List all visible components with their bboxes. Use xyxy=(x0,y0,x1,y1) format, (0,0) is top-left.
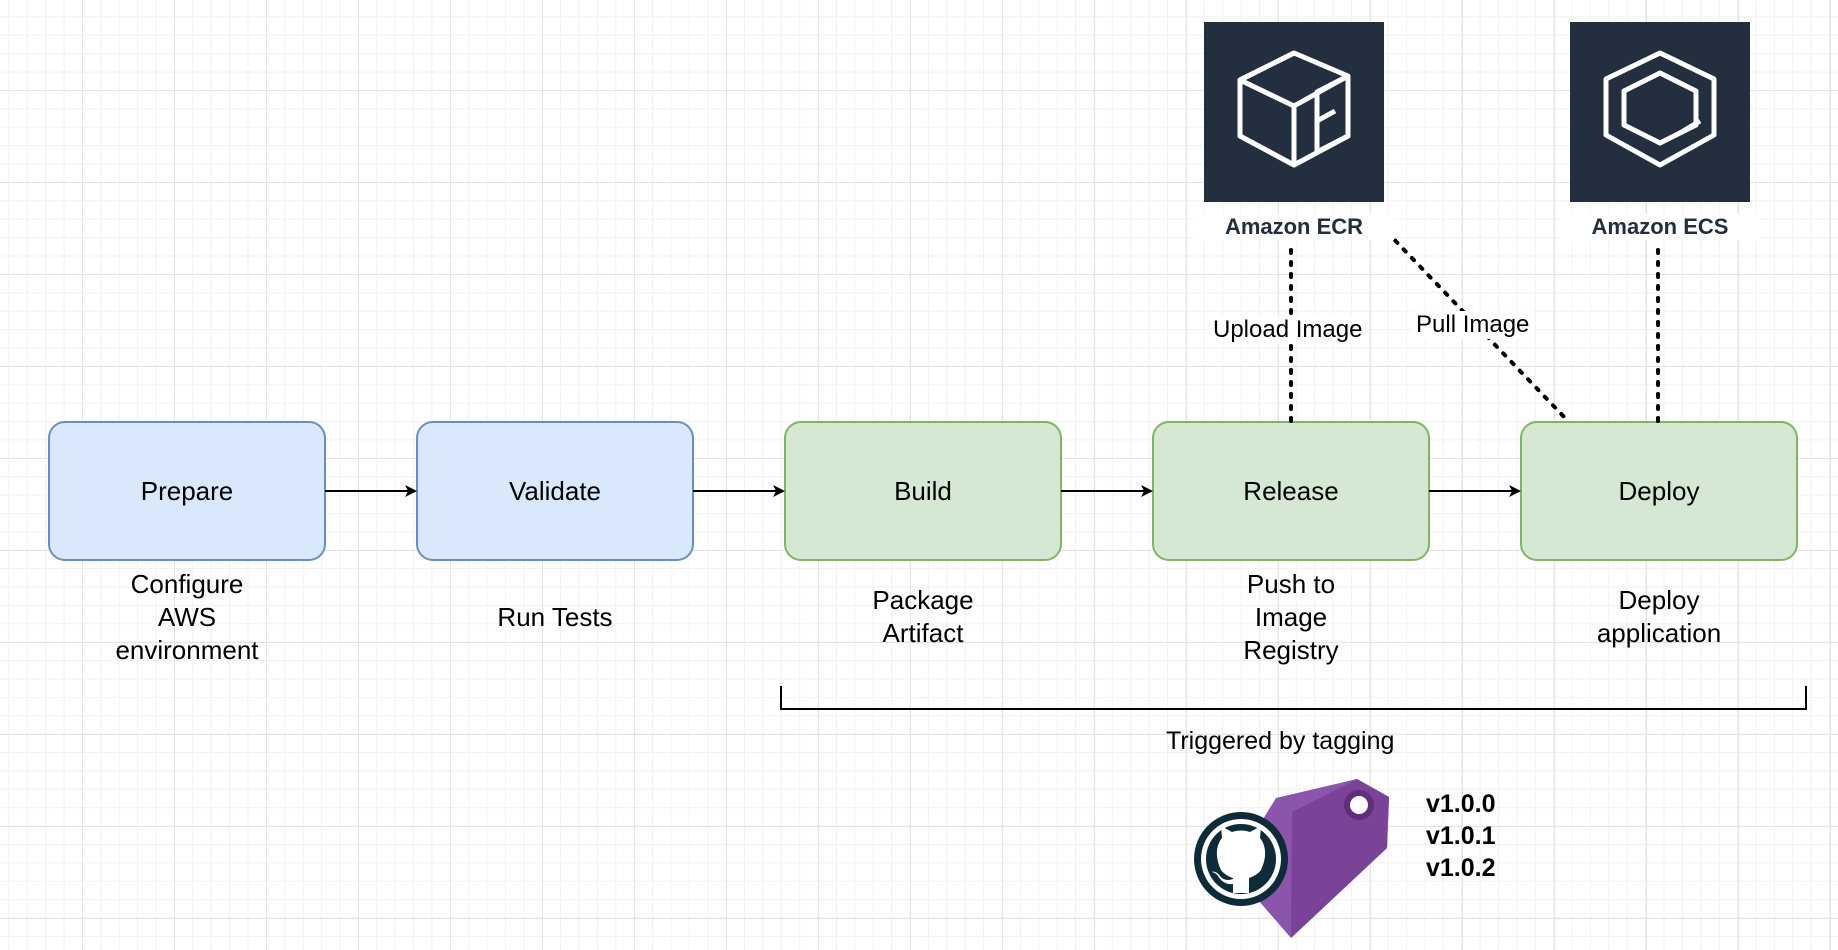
stage-label-prepare: Prepare xyxy=(140,475,234,506)
caption-line: Push to xyxy=(1246,569,1336,599)
tag-version: v1.0.0 xyxy=(1426,790,1496,818)
ecs-glyph xyxy=(1603,50,1717,168)
caption-line: AWS xyxy=(157,602,217,632)
tag-version: v1.0.2 xyxy=(1426,854,1496,882)
tag-icon xyxy=(1232,779,1389,938)
stage-label-build: Build xyxy=(894,475,952,506)
caption-prepare: Configure AWS environment xyxy=(49,568,325,667)
ecr-icon[interactable] xyxy=(1204,22,1384,202)
caption-line: Run Tests xyxy=(497,602,613,632)
caption-line: Registry xyxy=(1243,635,1339,665)
caption-deploy: Deploy application xyxy=(1521,584,1797,650)
ecs-label: Amazon ECS xyxy=(1560,214,1760,240)
github-icon xyxy=(1194,812,1288,906)
caption-line: application xyxy=(1596,618,1722,648)
stage-label-release: Release xyxy=(1243,475,1339,506)
caption-line: Configure xyxy=(130,569,244,599)
upload-image-label: Upload Image xyxy=(1209,316,1367,344)
caption-line: Image xyxy=(1254,602,1328,632)
ecr-glyph xyxy=(1237,50,1351,168)
caption-validate: Run Tests xyxy=(417,601,693,634)
caption-line: Deploy xyxy=(1618,585,1700,615)
ecr-label: Amazon ECR xyxy=(1194,214,1394,240)
ecs-icon[interactable] xyxy=(1570,22,1750,202)
tag-list: v1.0.0 v1.0.1 v1.0.2 xyxy=(1426,788,1496,884)
caption-line: Artifact xyxy=(882,618,964,648)
caption-release: Push to Image Registry xyxy=(1153,568,1429,667)
caption-line: Package xyxy=(872,585,974,615)
trigger-label: Triggered by tagging xyxy=(1166,727,1395,755)
stage-label-deploy: Deploy xyxy=(1618,475,1700,506)
stage-label-validate: Validate xyxy=(508,475,602,506)
tag-version: v1.0.1 xyxy=(1426,822,1496,850)
caption-line: environment xyxy=(115,635,259,665)
caption-build: Package Artifact xyxy=(785,584,1061,650)
trigger-bracket xyxy=(780,686,1807,710)
pull-image-label: Pull Image xyxy=(1412,311,1534,339)
